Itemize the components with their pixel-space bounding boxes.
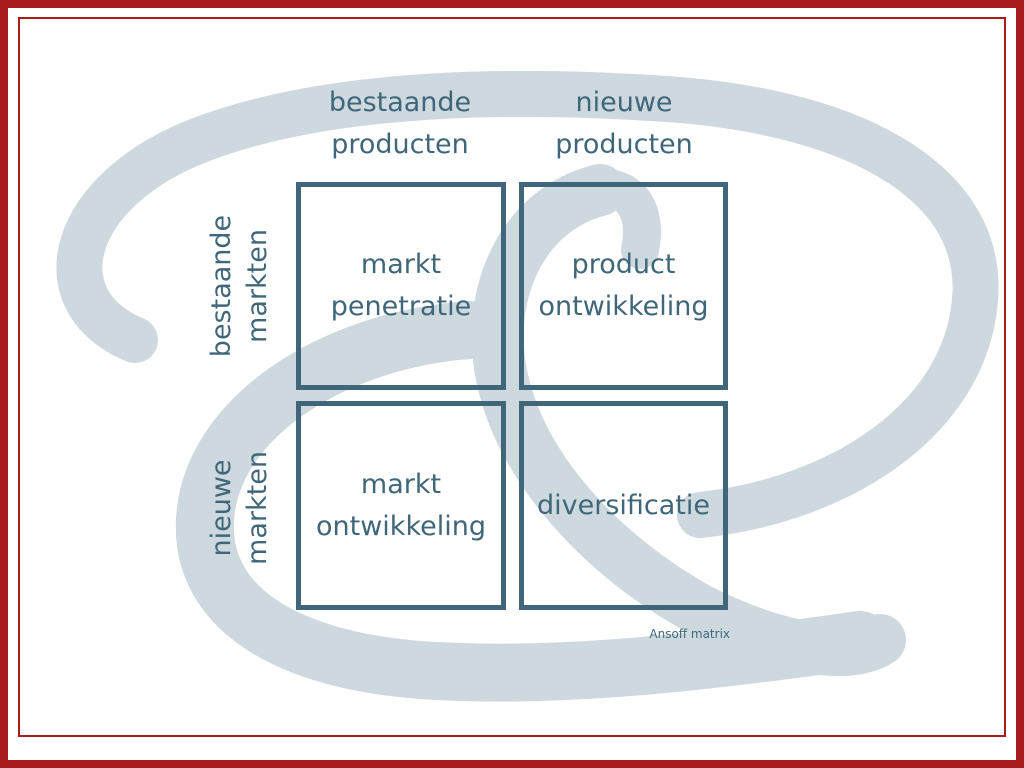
row-header-new-markets: nieuwe markten (206, 451, 273, 565)
inner-frame (18, 17, 1006, 737)
column-header-existing-products: bestaande producten (328, 87, 472, 160)
cell-label: markt ontwikkeling (316, 468, 486, 542)
matrix-cell-market-development: markt ontwikkeling (296, 401, 506, 610)
diagram-caption: Ansoff matrix (649, 627, 730, 641)
row-header-existing-markets: bestaande markten (206, 214, 273, 358)
cell-label: product ontwikkeling (538, 249, 709, 322)
cell-label: markt penetratie (330, 249, 472, 322)
matrix-cell-market-penetration: markt penetratie (296, 182, 506, 390)
matrix-cell-product-development: product ontwikkeling (519, 182, 728, 390)
column-header-new-products: nieuwe producten (555, 87, 693, 160)
cell-label: diversificatie (537, 489, 710, 521)
matrix-cell-diversification: diversificatie (519, 401, 728, 610)
